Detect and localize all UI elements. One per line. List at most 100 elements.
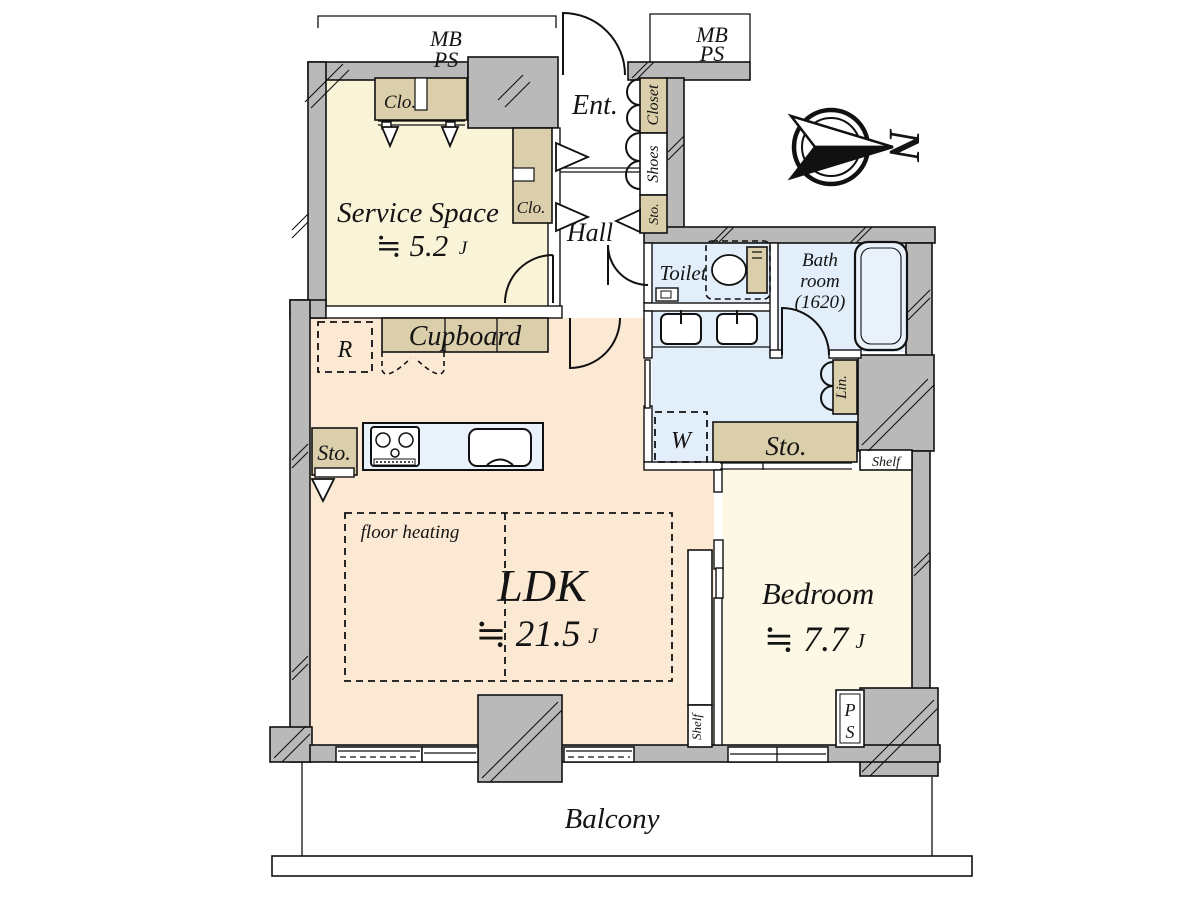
- hatch-left-3: [291, 655, 309, 681]
- storage-wash-box: [712, 421, 858, 463]
- mbps-right-line1: MB: [695, 22, 728, 47]
- linen-doors: [820, 361, 834, 411]
- closet-side-label: Clo.: [517, 198, 546, 217]
- ps-label-1: P: [844, 700, 856, 720]
- toilet-remote-inner: [660, 290, 672, 299]
- wall-bath-bottom-a: [769, 349, 783, 359]
- washroom-floor-south: [652, 422, 713, 464]
- toilet-door: [607, 244, 649, 286]
- ldk-name: LDK: [496, 560, 589, 611]
- hatch-top-right: [631, 61, 655, 79]
- partition-walls: [325, 127, 862, 746]
- wall-top-right: [627, 61, 751, 81]
- washer-space: [654, 411, 708, 463]
- service-space-area: ≒ 5.2: [376, 228, 448, 263]
- wall-washroom-left-a: [643, 310, 653, 359]
- mbps-niche-right: [649, 13, 751, 62]
- wall-bath-left: [769, 242, 779, 356]
- wall-under-shaft: [643, 226, 936, 244]
- entrance-closet-box: [639, 77, 668, 134]
- toilet-tank-detail: [752, 251, 762, 259]
- cupboard-label: Cupboard: [409, 321, 523, 352]
- wall-chunk-bottom-left: [269, 726, 313, 763]
- balcony-slab: [271, 855, 973, 877]
- shoes-box: [639, 132, 668, 196]
- storage-left-slot: [314, 467, 355, 478]
- mbps-left-line1: MB: [429, 26, 462, 51]
- bathroom-door: [781, 306, 830, 356]
- hanger-mark-left: [380, 126, 400, 149]
- compass-icon: [787, 107, 894, 187]
- hatch-bottom-left: [273, 725, 311, 763]
- bathtub-inner: [860, 247, 902, 345]
- wall-entrance-block: [467, 56, 559, 129]
- wall-washroom-bottom: [643, 461, 723, 471]
- stove-burner-small: [390, 448, 400, 458]
- storage-left-box: [311, 427, 358, 476]
- wall-washroom-left-b: [643, 405, 653, 463]
- hanger-mark-right: [440, 126, 460, 149]
- compass-needle-black: [787, 145, 894, 181]
- kitchen-sink-notch: [486, 458, 514, 466]
- storage-hall-box: [639, 194, 668, 234]
- linen-label: Lin.: [834, 375, 850, 400]
- ldk-door: [569, 317, 621, 370]
- balcony-label: Balcony: [564, 803, 659, 835]
- wall-toilet-left: [643, 242, 653, 304]
- ldk-unit: J: [588, 623, 599, 648]
- bathroom-label-1: Bath: [802, 250, 838, 271]
- shelf-top-box: [859, 449, 913, 471]
- window-bedroom-mullion: [730, 747, 826, 762]
- doors: [310, 11, 834, 599]
- storage-wash-label: Sto.: [765, 431, 806, 461]
- wall-toilet-bottom: [643, 302, 777, 312]
- wall-bath-bottom-b: [828, 349, 862, 359]
- hall-label: Hall: [566, 218, 613, 247]
- slide-arrow-service-bottom: [555, 201, 591, 233]
- shoes-closet-doors: [625, 78, 641, 190]
- ldk-area: ≒ 21.5: [475, 614, 580, 655]
- toilet-tank: [746, 246, 768, 294]
- wall-right-bath: [905, 242, 933, 374]
- ldk-floor: [310, 318, 648, 745]
- closet-top-label: Clo.: [384, 92, 416, 113]
- ps-label-2: S: [846, 722, 855, 742]
- stove-grill: [373, 458, 416, 466]
- washer-label: W: [671, 428, 693, 454]
- hatch-left-2: [291, 443, 309, 469]
- entry-door: [562, 11, 626, 76]
- window-ldk-right: [563, 746, 635, 763]
- wall-hatches: [273, 61, 939, 783]
- floor-heating-label: floor heating: [361, 522, 460, 543]
- bathroom-label-3: (1620): [795, 292, 846, 313]
- mbps-right-line2: PS: [699, 41, 724, 66]
- hatch-pillar: [481, 701, 563, 783]
- shelf-top-label: Shelf: [872, 455, 902, 470]
- window-ldk-left: [335, 746, 423, 763]
- toilet-label: Toilet: [659, 261, 707, 285]
- bedroom-area: ≒ 7.7: [764, 619, 850, 659]
- entrance-label: Ent.: [571, 90, 618, 121]
- closet-top-slot: [414, 77, 428, 111]
- cabinets: [311, 77, 913, 748]
- washroom-sliding-door: [644, 359, 651, 409]
- ps-box-inner: [839, 693, 861, 744]
- fridge-space: [317, 321, 373, 373]
- compass-north-label: N: [880, 128, 929, 163]
- hatch-shaft-a: [711, 226, 735, 244]
- mbps-niche-left: [317, 15, 557, 28]
- floor-heating-area: [344, 512, 673, 682]
- cupboard-dividers: [444, 318, 498, 352]
- closet-label: Closet: [645, 84, 662, 125]
- toilet-remote: [655, 287, 679, 302]
- cupboard-door-arcs: [381, 352, 445, 375]
- storage-wash-track: [720, 462, 852, 470]
- fridge-label: R: [337, 337, 353, 363]
- hatch-top-left: [304, 63, 350, 109]
- wall-service-bottom: [325, 305, 563, 319]
- shelf-side-label: Shelf: [689, 712, 704, 740]
- bedroom-name: Bedroom: [762, 576, 875, 611]
- hatch-ent-block: [497, 74, 531, 108]
- cupboard-box: [381, 317, 549, 353]
